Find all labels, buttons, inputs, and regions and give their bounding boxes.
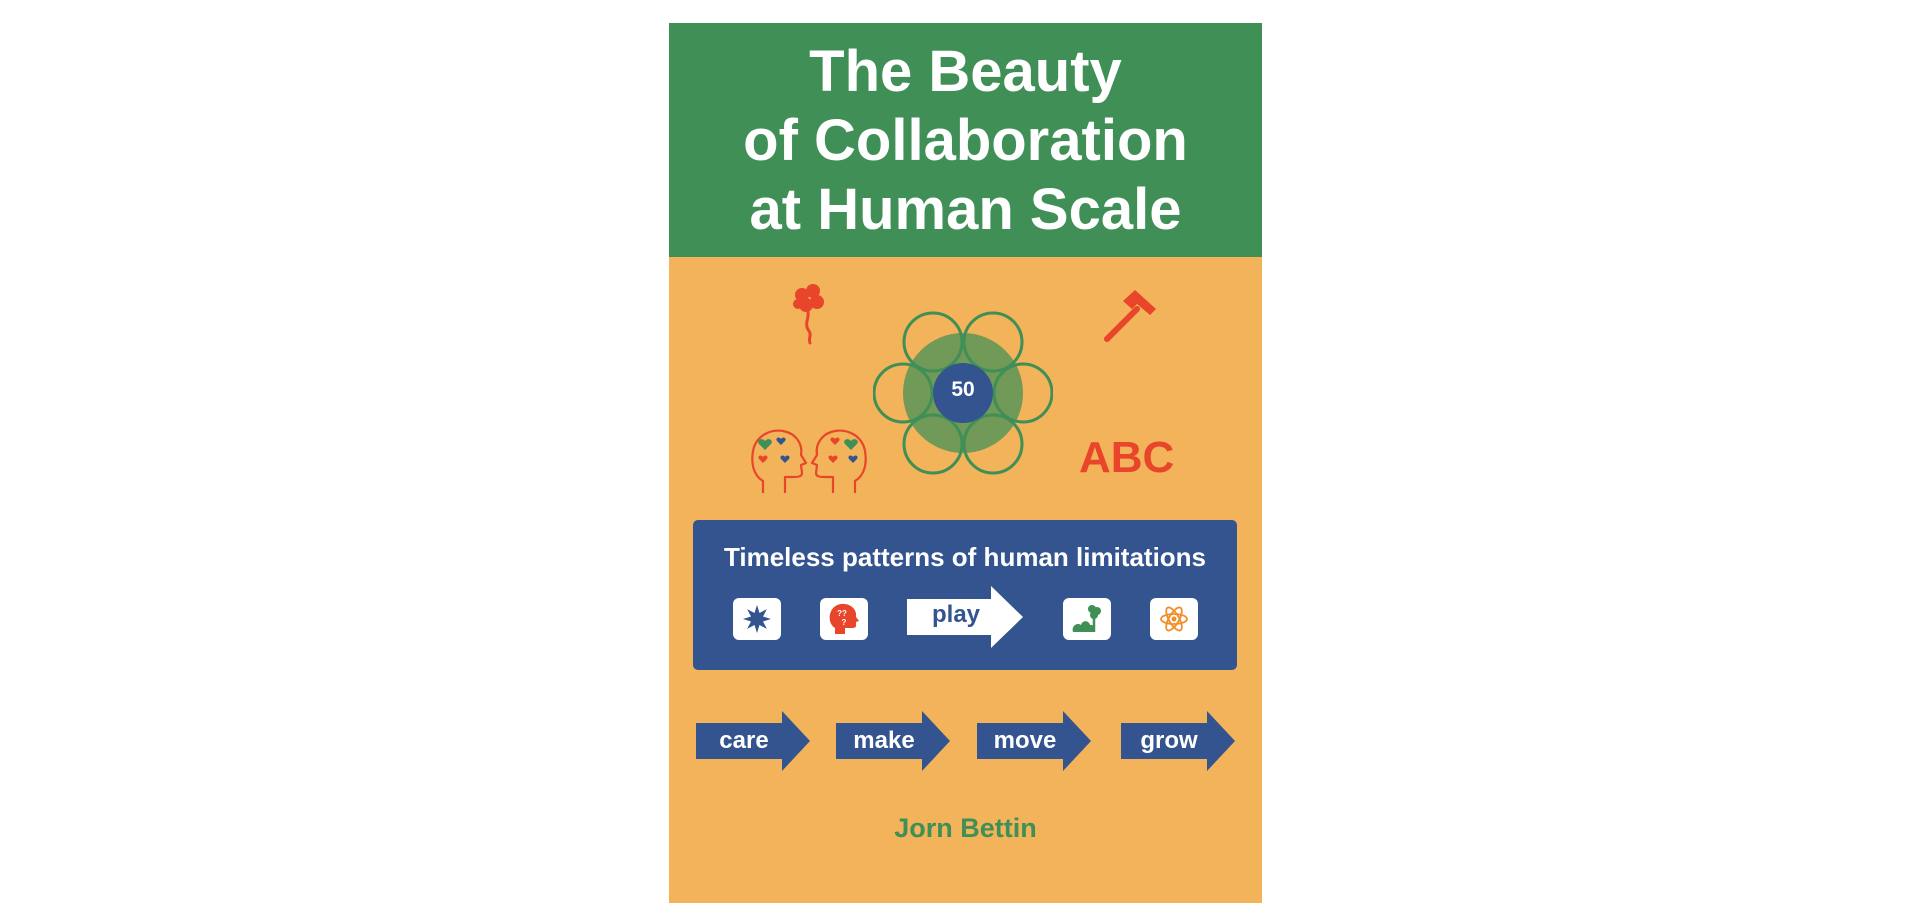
arrow-right-icon bbox=[836, 711, 950, 771]
patterns-box: Timeless patterns of human limitations ?… bbox=[693, 520, 1237, 670]
play-label: play bbox=[931, 601, 981, 628]
thinking-head-icon: ?? ? bbox=[829, 603, 859, 634]
verb-label: care bbox=[719, 727, 769, 754]
arrow-right-icon bbox=[1121, 711, 1235, 771]
tile-atom bbox=[1150, 598, 1198, 640]
tile-star bbox=[733, 598, 781, 640]
hearts-heads-icon bbox=[751, 429, 867, 493]
star-burst-icon bbox=[743, 605, 771, 633]
verb-arrow-care: care bbox=[696, 711, 810, 771]
book-cover: The Beauty of Collaboration at Human Sca… bbox=[669, 23, 1262, 903]
tree-cloud-icon bbox=[1072, 605, 1101, 632]
verb-label: make bbox=[853, 727, 915, 754]
atom-icon bbox=[1160, 606, 1188, 632]
title-band: The Beauty of Collaboration at Human Sca… bbox=[669, 23, 1262, 257]
verb-label: move bbox=[993, 727, 1057, 754]
balloon-icon bbox=[793, 284, 824, 345]
book-title: The Beauty of Collaboration at Human Sca… bbox=[743, 38, 1188, 242]
verb-arrow-make: make bbox=[836, 711, 950, 771]
hammer-icon bbox=[1104, 290, 1156, 342]
flower-circles-icon bbox=[873, 311, 1053, 475]
tile-thinking-head: ?? ? bbox=[820, 598, 868, 640]
verb-arrow-grow: grow bbox=[1121, 711, 1235, 771]
arrow-right-icon bbox=[696, 711, 810, 771]
badge-number: 50 bbox=[951, 378, 975, 401]
verb-arrow-move: move bbox=[977, 711, 1091, 771]
play-arrow-icon bbox=[907, 586, 1023, 648]
author-name: Jorn Bettin bbox=[894, 813, 1037, 843]
tile-tree-cloud bbox=[1063, 598, 1111, 640]
svg-text:?: ? bbox=[842, 618, 847, 627]
abc-text: ABC bbox=[1079, 433, 1175, 482]
patterns-title: Timeless patterns of human limitations bbox=[723, 542, 1207, 572]
svg-text:??: ?? bbox=[837, 609, 847, 618]
arrow-right-icon bbox=[977, 711, 1091, 771]
verb-label: grow bbox=[1140, 727, 1198, 754]
